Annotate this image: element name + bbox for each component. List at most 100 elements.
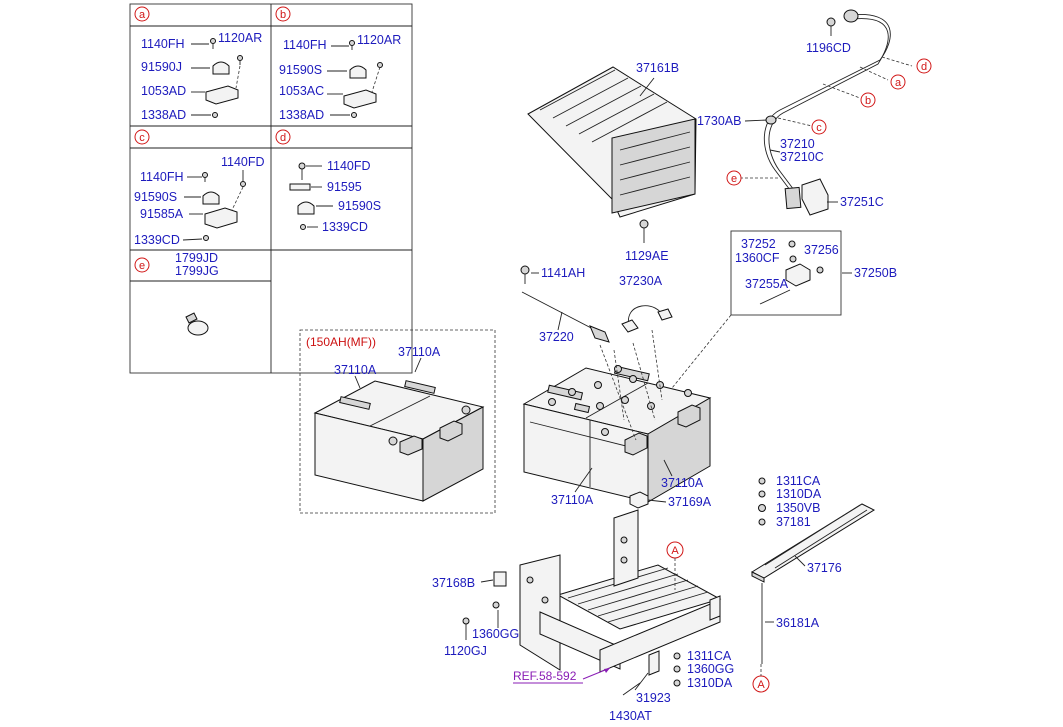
part-label: 37252 bbox=[741, 237, 776, 251]
reference-note: REF.58-592 bbox=[513, 667, 611, 684]
detail-d-label: 91595 bbox=[327, 180, 362, 194]
detail-b-label: 91590S bbox=[279, 63, 322, 77]
part-label: 37110A bbox=[551, 493, 594, 507]
detail-e: e 1799JD 1799JG bbox=[134, 251, 219, 336]
detail-c-label: 1140FH bbox=[140, 170, 184, 184]
part-label: 1730AB bbox=[697, 114, 741, 128]
detail-c-hardware bbox=[182, 170, 246, 241]
battery-150ah-box: (150AH(MF)) 37110A 37110A bbox=[299, 329, 496, 514]
part-label: 36181A bbox=[776, 616, 820, 630]
main-batteries: 37110A 37110A bbox=[522, 329, 712, 507]
callout-A1-label: A bbox=[671, 545, 679, 557]
part-label: 37251C bbox=[840, 195, 884, 209]
part-label: 1350VB bbox=[776, 501, 820, 515]
callout-d bbox=[916, 58, 932, 74]
detail-a-marker bbox=[134, 6, 150, 22]
detail-d: d 1140FD 91595 91590S 1339CD bbox=[275, 129, 381, 234]
part-label: 1310DA bbox=[687, 676, 733, 690]
detail-b-label: 1120AR bbox=[357, 33, 401, 47]
callout-A2-label: A bbox=[757, 679, 765, 691]
part-label: 37110A bbox=[661, 476, 704, 490]
detail-d-label: 1339CD bbox=[322, 220, 368, 234]
cable-tie bbox=[185, 312, 209, 336]
detail-e-marker-label: e bbox=[139, 260, 145, 272]
detail-a-label: 1053AD bbox=[141, 84, 186, 98]
detail-grid bbox=[129, 3, 413, 374]
detail-a-hardware bbox=[191, 38, 243, 118]
detail-a-label: 91590J bbox=[141, 60, 182, 74]
part-label: 37255A bbox=[745, 277, 789, 291]
cable-37230A: 37230A bbox=[619, 274, 673, 333]
part-label: 1360GG bbox=[472, 627, 519, 641]
detail-a-label: 1338AD bbox=[141, 108, 186, 122]
detail-a: a 1140FH 1120AR 91590J 1053AD 1338AD bbox=[134, 6, 262, 122]
part-label: 1360CF bbox=[735, 251, 780, 265]
part-label: 1360GG bbox=[687, 662, 734, 676]
detail-b-marker-label: b bbox=[280, 9, 286, 21]
detail-c-label: 91585A bbox=[140, 207, 184, 221]
ref-label: REF.58-592 bbox=[513, 669, 577, 683]
part-label: 1311CA bbox=[776, 474, 821, 488]
detail-a-marker-label: a bbox=[139, 9, 146, 21]
detail-e-label: 1799JD bbox=[175, 251, 218, 265]
part-label: 1196CD bbox=[806, 41, 851, 55]
tray-hardware-left: 37168B 1360GG 1120GJ bbox=[432, 571, 519, 658]
part-label: 37161B bbox=[636, 61, 679, 75]
callout-b-label: b bbox=[865, 95, 871, 107]
detail-c-marker bbox=[134, 129, 150, 145]
part-label: 37220 bbox=[539, 330, 574, 344]
battery-box-note: (150AH(MF)) bbox=[306, 335, 376, 349]
callout-d-label: d bbox=[921, 61, 927, 73]
callout-b bbox=[860, 92, 876, 108]
detail-d-label: 1140FD bbox=[327, 159, 371, 173]
callout-c bbox=[811, 119, 827, 135]
callout-A-tray: A bbox=[666, 541, 684, 590]
detail-e-marker bbox=[134, 257, 150, 273]
part-label: 1141AH bbox=[541, 266, 585, 280]
positive-cable-37220: 1141AH 37220 bbox=[520, 265, 610, 344]
part-label: 1310DA bbox=[776, 487, 822, 501]
callout-a bbox=[890, 74, 906, 90]
bracket-37169A: 37169A bbox=[629, 491, 712, 509]
battery-cover: 37161B bbox=[527, 61, 697, 218]
part-label: 1311CA bbox=[687, 649, 732, 663]
detail-c: c 1140FD 1140FH 91590S 91585A 1339CD bbox=[134, 129, 265, 247]
callout-e bbox=[726, 170, 742, 186]
detail-e-label: 1799JG bbox=[175, 264, 219, 278]
detail-b-label: 1338AD bbox=[279, 108, 324, 122]
terminal-assembly-box: 37252 37256 1360CF 37255A 37250B bbox=[667, 230, 897, 394]
part-label: 37169A bbox=[668, 495, 712, 509]
hold-down-assembly: 1311CA 1310DA 1350VB 37181 37176 36181A … bbox=[750, 474, 876, 693]
detail-a-label: 1120AR bbox=[218, 31, 262, 45]
detail-b-label: 1053AC bbox=[279, 84, 324, 98]
detail-c-label: 91590S bbox=[134, 190, 177, 204]
negative-cable-assembly: 1196CD 1730AB 37210 37210C 37251C d a b … bbox=[697, 9, 932, 216]
part-label: 37256 bbox=[804, 243, 839, 257]
battery-box-label: 37110A bbox=[334, 363, 377, 377]
part-label: 37210C bbox=[780, 150, 824, 164]
battery-box-label: 37110A bbox=[398, 345, 441, 359]
callout-c-label: c bbox=[816, 122, 822, 134]
part-label: 1430AT bbox=[609, 709, 652, 723]
part-label: 1120GJ bbox=[444, 644, 487, 658]
tray-hardware-bottom: 1311CA 1360GG 1310DA 31923 1430AT bbox=[609, 649, 734, 723]
detail-d-hardware bbox=[289, 162, 333, 230]
detail-c-marker-label: c bbox=[139, 132, 145, 144]
detail-b-label: 1140FH bbox=[283, 38, 327, 52]
detail-c-label: 1339CD bbox=[134, 233, 180, 247]
detail-d-marker-label: d bbox=[280, 132, 286, 144]
part-label: 1129AE bbox=[625, 249, 669, 263]
part-label: 37176 bbox=[807, 561, 842, 575]
detail-b: b 1140FH 1120AR 91590S 1053AC 1338AD bbox=[275, 6, 401, 122]
bolt-1129AE: 1129AE bbox=[625, 219, 669, 263]
detail-d-marker bbox=[275, 129, 291, 145]
part-label: 37168B bbox=[432, 576, 475, 590]
part-label: 37250B bbox=[854, 266, 897, 280]
part-label: 37230A bbox=[619, 274, 663, 288]
detail-a-label: 1140FH bbox=[141, 37, 185, 51]
part-label: 31923 bbox=[636, 691, 671, 705]
detail-b-marker bbox=[275, 6, 291, 22]
detail-d-label: 91590S bbox=[338, 199, 381, 213]
detail-b-hardware bbox=[327, 40, 383, 118]
detail-c-label: 1140FD bbox=[221, 155, 265, 169]
